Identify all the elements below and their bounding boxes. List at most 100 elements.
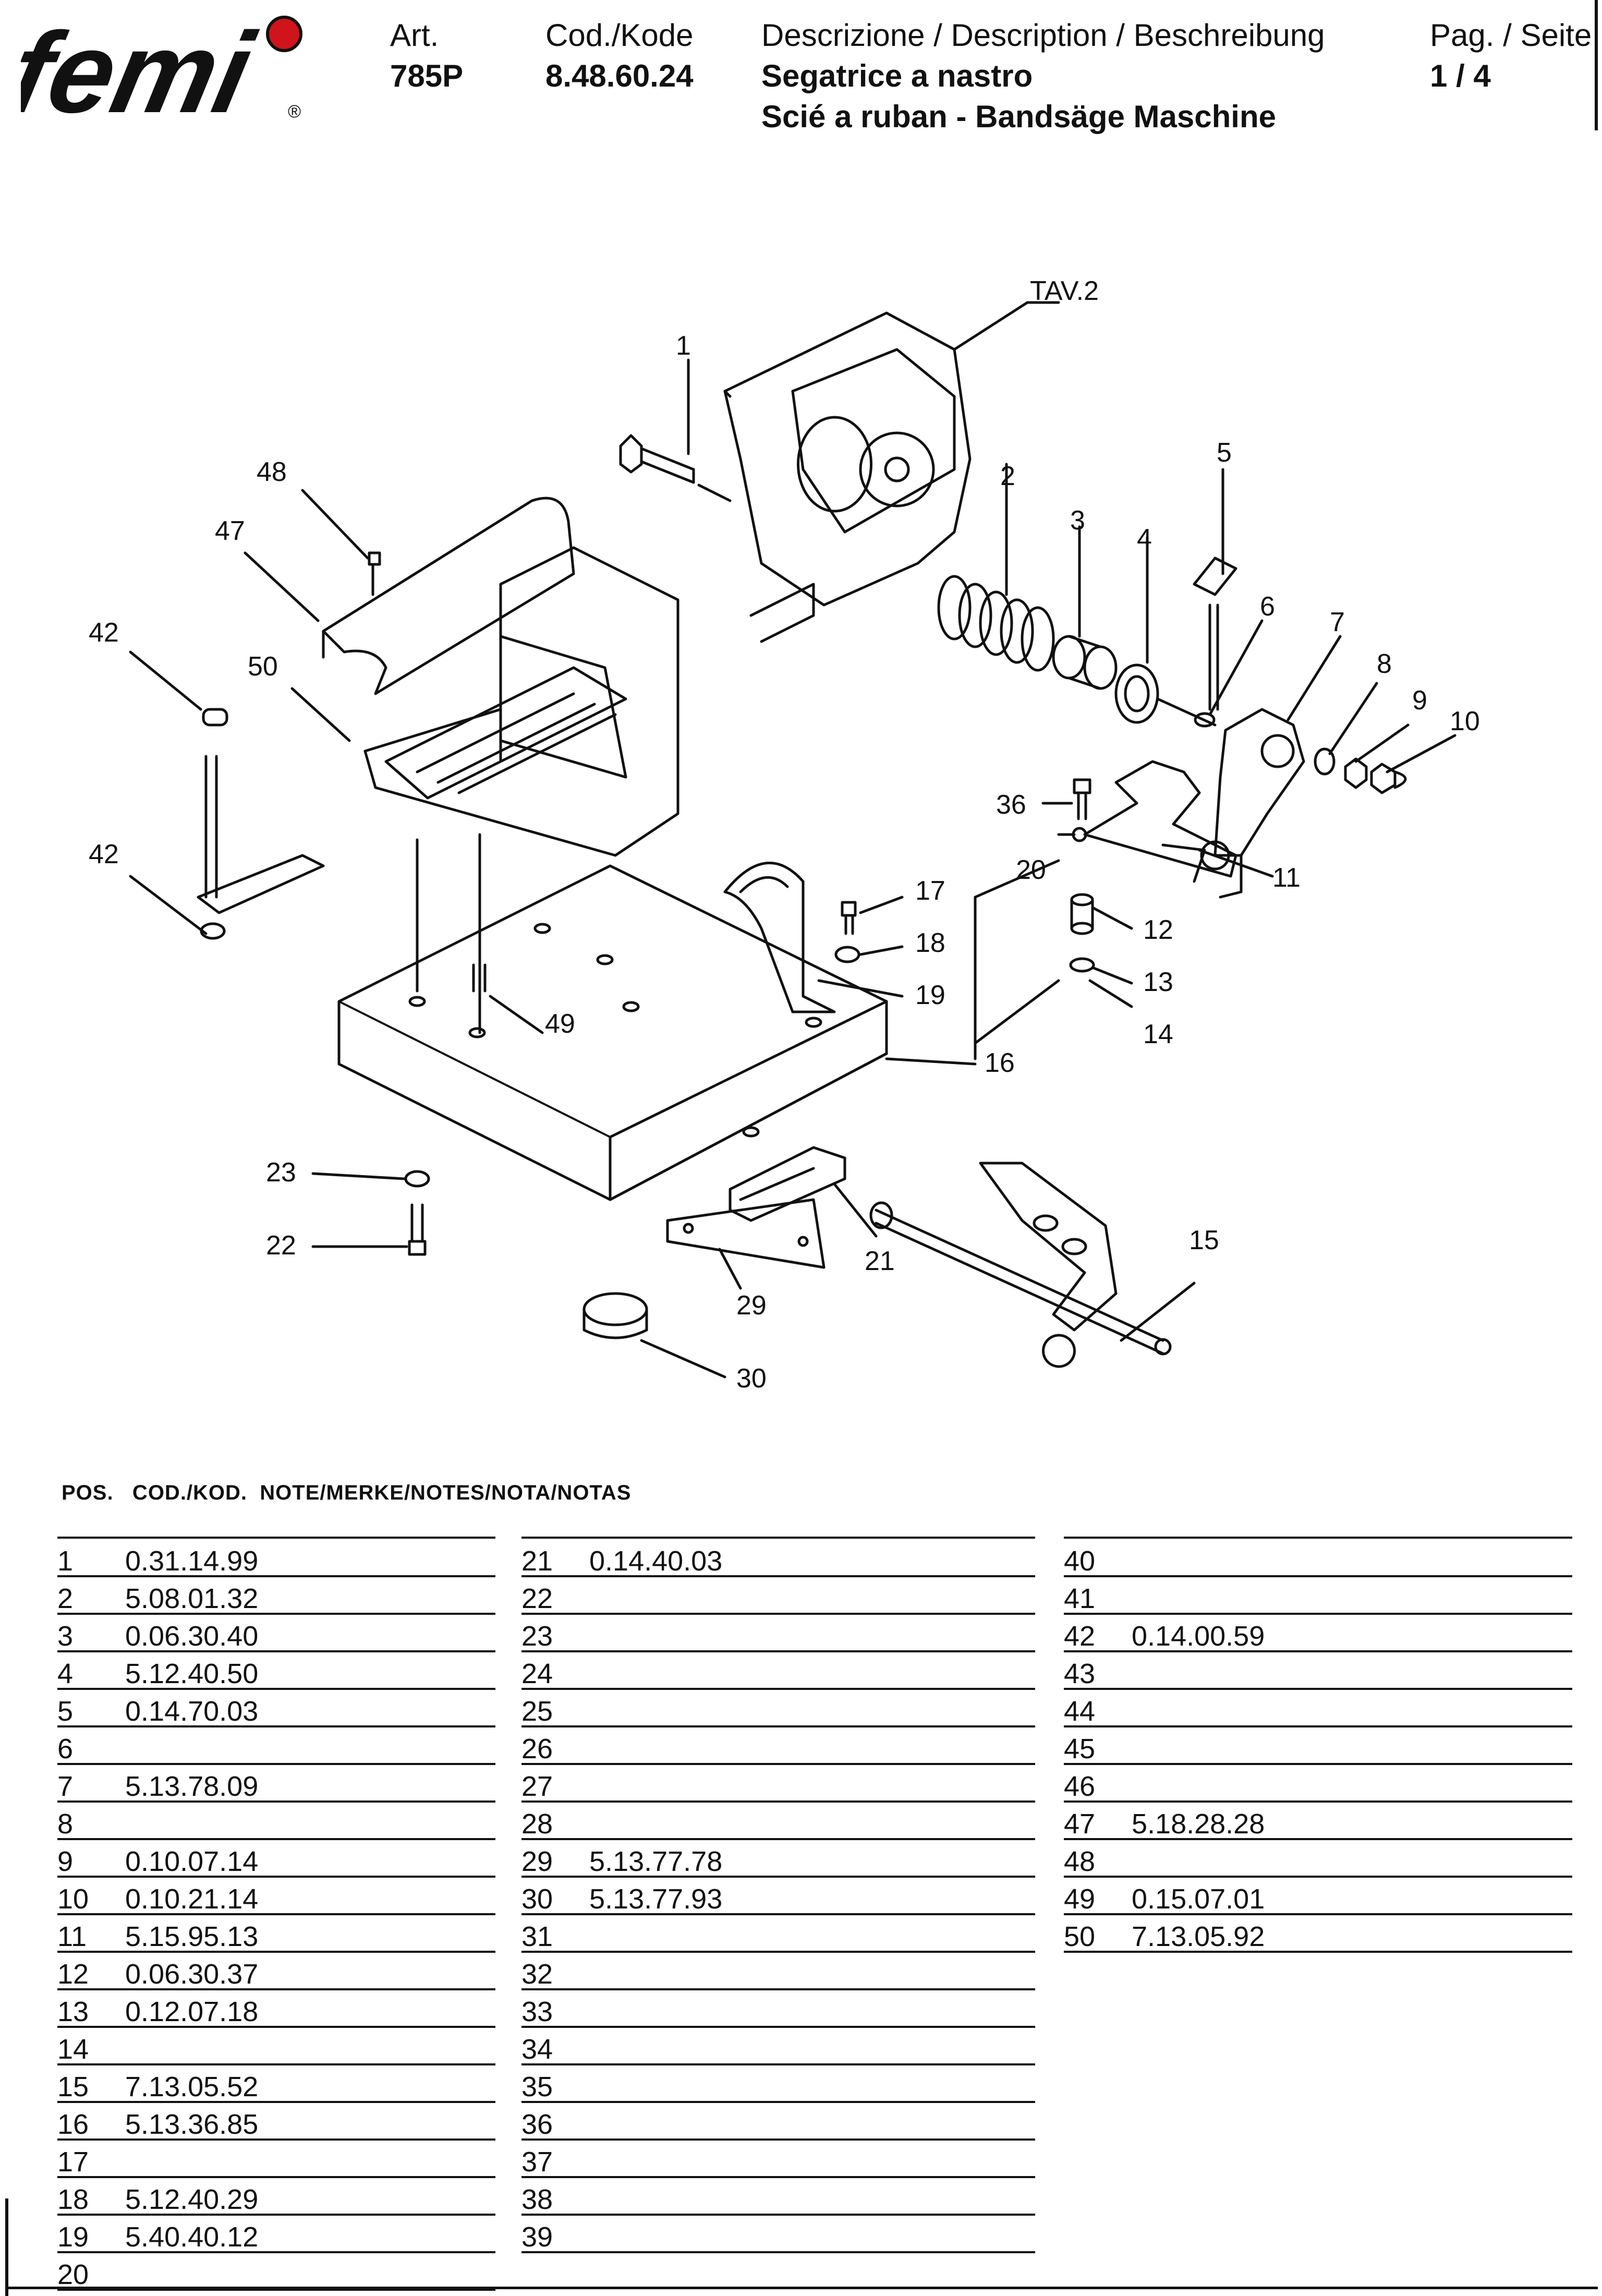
table-row: 44: [1064, 1690, 1572, 1727]
callout-15: 15: [1189, 1225, 1219, 1255]
callout-22: 22: [266, 1230, 296, 1261]
row-position: 35: [521, 2071, 553, 2102]
row-position: 14: [57, 2034, 89, 2065]
table-row: 41: [1064, 1577, 1572, 1615]
table-row: 4 5.12.40.50: [57, 1652, 495, 1690]
row-code: 5.08.01.32: [125, 1583, 259, 1614]
row-code: 0.31.14.99: [125, 1545, 259, 1577]
callout-23: 23: [266, 1157, 296, 1188]
row-position: 31: [521, 1921, 553, 1952]
row-position: 40: [1064, 1545, 1096, 1577]
plate-29: [666, 1198, 826, 1269]
cap-nut-10: [1370, 763, 1407, 794]
row-code: 5.12.40.29: [125, 2184, 259, 2215]
row-code: 7.13.05.52: [125, 2071, 259, 2102]
guard-cover-47: [322, 497, 575, 695]
table-row: 22: [521, 1577, 1035, 1615]
row-position: 3: [57, 1621, 74, 1652]
table-row: 8: [57, 1803, 495, 1840]
row-position: 8: [57, 1808, 74, 1840]
row-position: 23: [521, 1621, 553, 1652]
art-value: 785P: [390, 58, 464, 93]
row-position: 43: [1064, 1658, 1096, 1689]
exploded-parts-drawing: TAV.2 1 2 3 4 5 6 7 8 9 10 11 12 13 14 1…: [89, 276, 1480, 1394]
lever-5: [1193, 557, 1237, 711]
art-label: Art.: [390, 18, 439, 53]
callout-7: 7: [1330, 607, 1345, 637]
row-position: 7: [57, 1771, 74, 1802]
motor-housing-tav2: [723, 301, 1029, 643]
row-code: 5.12.40.50: [125, 1658, 259, 1689]
table-row: 23: [521, 1615, 1035, 1652]
row-position: 1: [57, 1545, 74, 1577]
column-top-rule: [1064, 1537, 1572, 1539]
nut-9: [1344, 757, 1368, 789]
frame-bottom-rule: [5, 2287, 1598, 2289]
table-row: 27: [521, 1765, 1035, 1803]
parts-column-1: 1 0.31.14.99 2 5.08.01.32 3 0.06.30.40 4 5.12.4…: [57, 1537, 495, 2291]
row-position: 47: [1064, 1808, 1096, 1840]
callout-9: 9: [1412, 685, 1427, 716]
callout-42-top: 42: [89, 618, 119, 648]
table-row: 45: [1064, 1727, 1572, 1765]
table-row: 26: [521, 1727, 1035, 1765]
table-row: 5 0.14.70.03: [57, 1690, 495, 1727]
row-position: 13: [57, 1996, 89, 2027]
frame-left-rule: [5, 2198, 8, 2296]
logo-dot: [266, 16, 302, 52]
row-code: 0.12.07.18: [125, 1996, 259, 2027]
row-code: 0.14.00.59: [1132, 1621, 1265, 1652]
row-position: 12: [57, 1959, 89, 1990]
row-position: 26: [521, 1733, 553, 1765]
callout-5: 5: [1217, 438, 1232, 468]
pin-49: [472, 963, 487, 993]
washer-8: [1314, 747, 1336, 776]
callout-13: 13: [1143, 967, 1173, 997]
row-position: 20: [57, 2259, 89, 2290]
table-row: 15 7.13.05.52: [57, 2065, 495, 2103]
table-row: 14: [57, 2028, 495, 2065]
base-plate-16: [337, 864, 888, 1201]
page-value: 1 / 4: [1430, 58, 1491, 93]
row-position: 32: [521, 1959, 553, 1990]
row-position: 27: [521, 1771, 553, 1802]
row-position: 2: [57, 1583, 74, 1614]
clamp-21: [729, 1146, 846, 1222]
bolt-36: [1073, 778, 1091, 820]
table-row: 24: [521, 1652, 1035, 1690]
row-position: 25: [521, 1696, 553, 1727]
table-row: 33: [521, 1990, 1035, 2028]
row-position: 15: [57, 2071, 89, 2102]
callout-10: 10: [1450, 706, 1480, 736]
row-code: 0.15.07.01: [1132, 1883, 1265, 1915]
callout-36: 36: [996, 790, 1026, 820]
callout-4: 4: [1137, 524, 1152, 554]
row-position: 5: [57, 1696, 74, 1727]
screw-17: [841, 901, 857, 935]
row-code: 0.06.30.40: [125, 1621, 259, 1652]
ring-4: [1114, 663, 1159, 724]
table-row: 13 0.12.07.18: [57, 1990, 495, 2028]
bolt-1: [619, 434, 732, 502]
row-position: 29: [521, 1846, 553, 1877]
cap-42-top: [202, 708, 228, 727]
callout-20: 20: [1016, 855, 1046, 885]
table-row: 35: [521, 2065, 1035, 2103]
table-row: 17: [57, 2141, 495, 2178]
row-code: 0.14.70.03: [125, 1696, 259, 1727]
table-row: 20: [57, 2253, 495, 2291]
row-position: 24: [521, 1658, 553, 1689]
washer-23: [404, 1170, 430, 1188]
arm-7: [1200, 708, 1305, 899]
table-row: 3 0.06.30.40: [57, 1615, 495, 1652]
row-position: 4: [57, 1658, 74, 1689]
